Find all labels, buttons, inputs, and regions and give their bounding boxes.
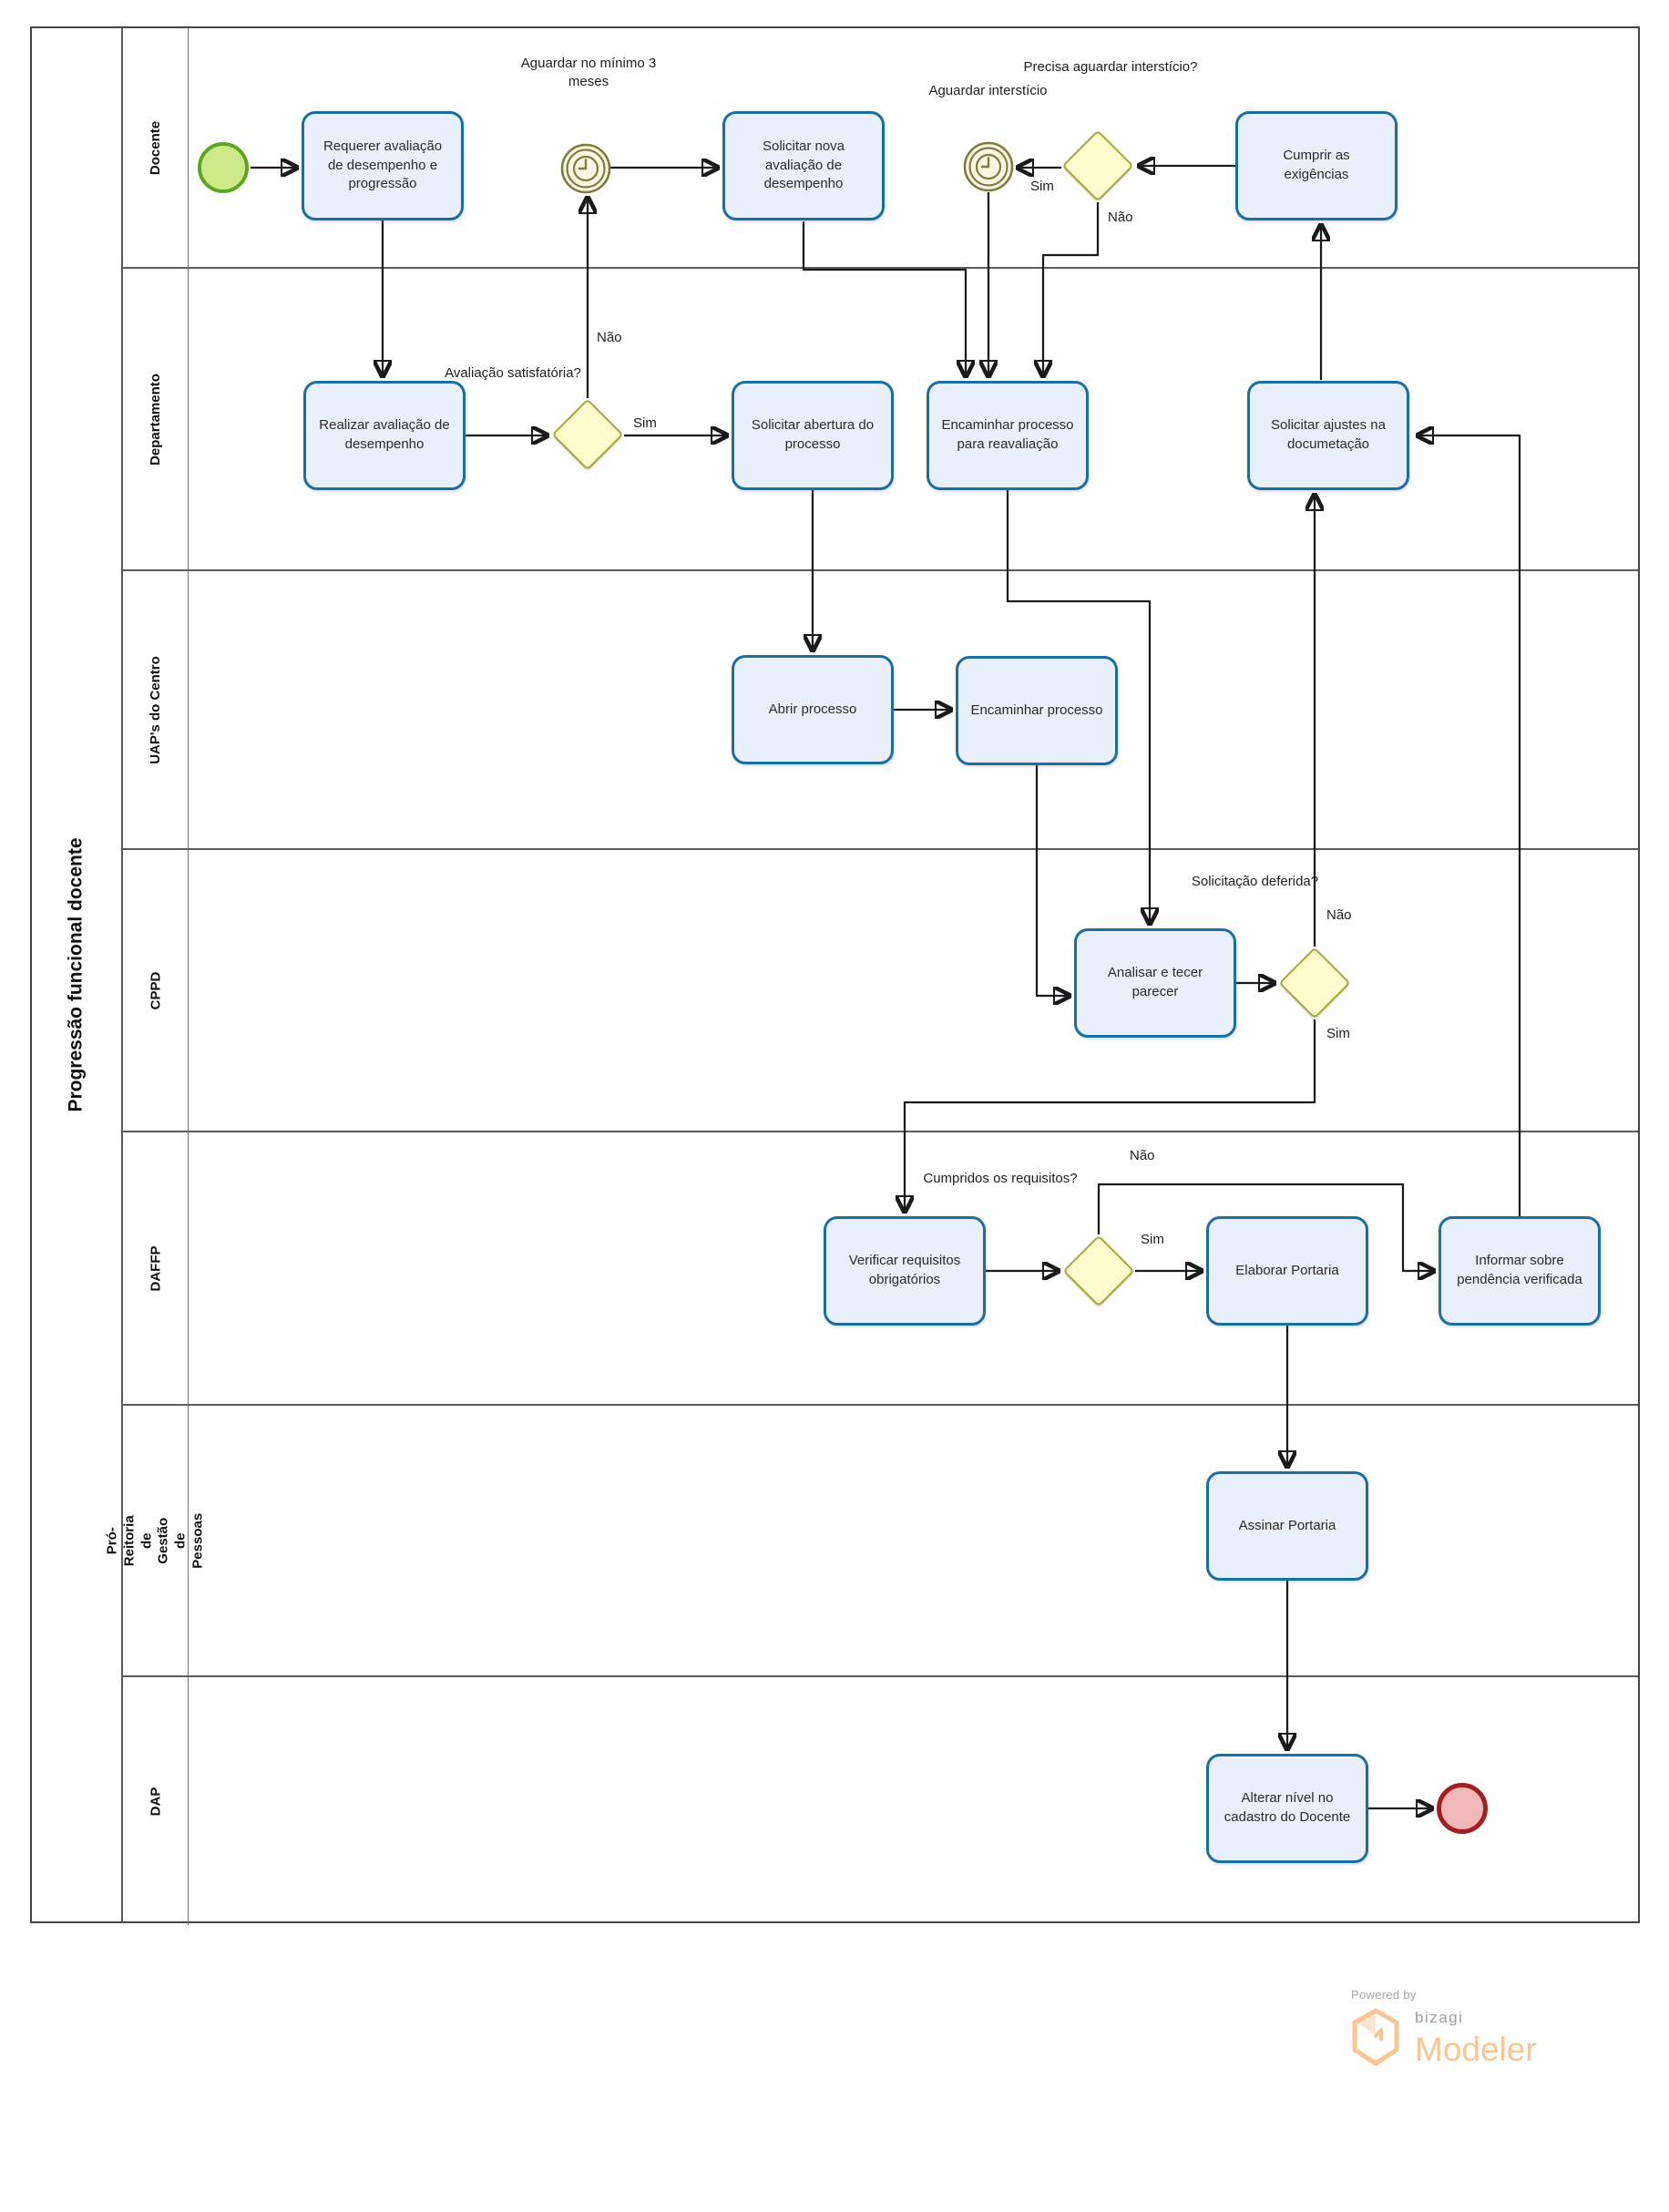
task-assinar-portaria: Assinar Portaria — [1206, 1471, 1368, 1581]
gateway-question: Cumpridos os requisitos? — [923, 1171, 1078, 1186]
flow-label-sim: Sim — [1030, 179, 1054, 194]
task-realizar-avaliacao: Realizar avaliação de desempenho — [303, 381, 466, 490]
lane-label-daffp: DAFFP — [148, 1245, 163, 1291]
lane-daffp: DAFFP — [123, 1131, 1638, 1404]
flow-label-nao: Não — [597, 330, 622, 345]
lane-label-pro-reitoria: Pró-Reitoria de Gestão de Pessoas — [104, 1512, 205, 1569]
bizagi-brand-text: bizagi — [1415, 2009, 1464, 2026]
lane-label-departamento: Departamento — [148, 373, 164, 466]
task-elaborar-portaria: Elaborar Portaria — [1206, 1216, 1368, 1326]
start-event-icon — [198, 142, 249, 193]
lane-label-dap: DAP — [147, 1787, 163, 1816]
bizagi-hexagon-icon — [1352, 2008, 1399, 2066]
task-analisar-parecer: Analisar e tecer parecer — [1074, 928, 1236, 1038]
flow-label-sim: Sim — [1141, 1232, 1164, 1247]
process-pool: Progressão funcional docente Docente Dep… — [30, 26, 1640, 1925]
lane-pro-reitoria: Pró-Reitoria de Gestão de Pessoas — [104, 1404, 1638, 1675]
bizagi-footer: Powered by bizagi Modeler — [1351, 1988, 1537, 2066]
pool-title-column: Progressão funcional docente — [32, 28, 123, 1921]
flow-label-nao: Não — [1326, 907, 1352, 923]
lane-cppd: CPPD — [123, 848, 1638, 1131]
task-encaminhar-reavaliacao: Encaminhar processo para reavaliação — [927, 381, 1089, 490]
task-informar-pendencia: Informar sobre pendência verificada — [1439, 1216, 1601, 1326]
gateway-question: Avaliação satisfatória? — [445, 365, 581, 381]
lane-docente: Docente — [123, 28, 1638, 267]
end-event-icon — [1437, 1783, 1488, 1834]
lane-label-docente: Docente — [148, 120, 163, 175]
modeler-product-text: Modeler — [1415, 2031, 1537, 2068]
lane-dap: DAP — [123, 1675, 1638, 1925]
flow-label-nao: Não — [1108, 210, 1133, 225]
task-requerer-avaliacao: Requerer avaliação de desempenho e progr… — [302, 111, 464, 220]
flow-label-sim: Sim — [633, 415, 657, 431]
timer-intersticio-label: Aguardar interstício — [928, 83, 1048, 98]
task-solicitar-ajustes: Solicitar ajustes na documetação — [1247, 381, 1409, 490]
timer-event-icon — [963, 141, 1014, 192]
task-alterar-nivel: Alterar nível no cadastro do Docente — [1206, 1754, 1368, 1863]
flow-label-sim: Sim — [1326, 1026, 1350, 1041]
pool-title: Progressão funcional docente — [66, 837, 87, 1112]
task-encaminhar-processo: Encaminhar processo — [956, 656, 1118, 765]
powered-by-text: Powered by — [1351, 1988, 1417, 2002]
task-solicitar-nova-avaliacao: Solicitar nova avaliação de desempenho — [722, 111, 885, 220]
gateway-question: Solicitação deferida? — [1191, 874, 1319, 889]
task-solicitar-abertura: Solicitar abertura do processo — [732, 381, 894, 490]
task-cumprir-exigencias: Cumprir as exigências — [1235, 111, 1398, 220]
lane-uaps-do-centro: UAP's do Centro — [123, 569, 1638, 848]
lane-label-uaps: UAP's do Centro — [148, 655, 164, 764]
task-abrir-processo: Abrir processo — [732, 655, 894, 764]
timer-minimo-label: Aguardar no mínimo 3 meses — [520, 56, 657, 90]
timer-event-icon — [560, 143, 611, 194]
flow-label-nao: Não — [1130, 1148, 1155, 1163]
task-verificar-requisitos: Verificar requisitos obrigatórios — [824, 1216, 986, 1326]
lane-label-cppd: CPPD — [148, 971, 163, 1009]
gateway-question: Precisa aguardar interstício? — [1023, 59, 1198, 75]
